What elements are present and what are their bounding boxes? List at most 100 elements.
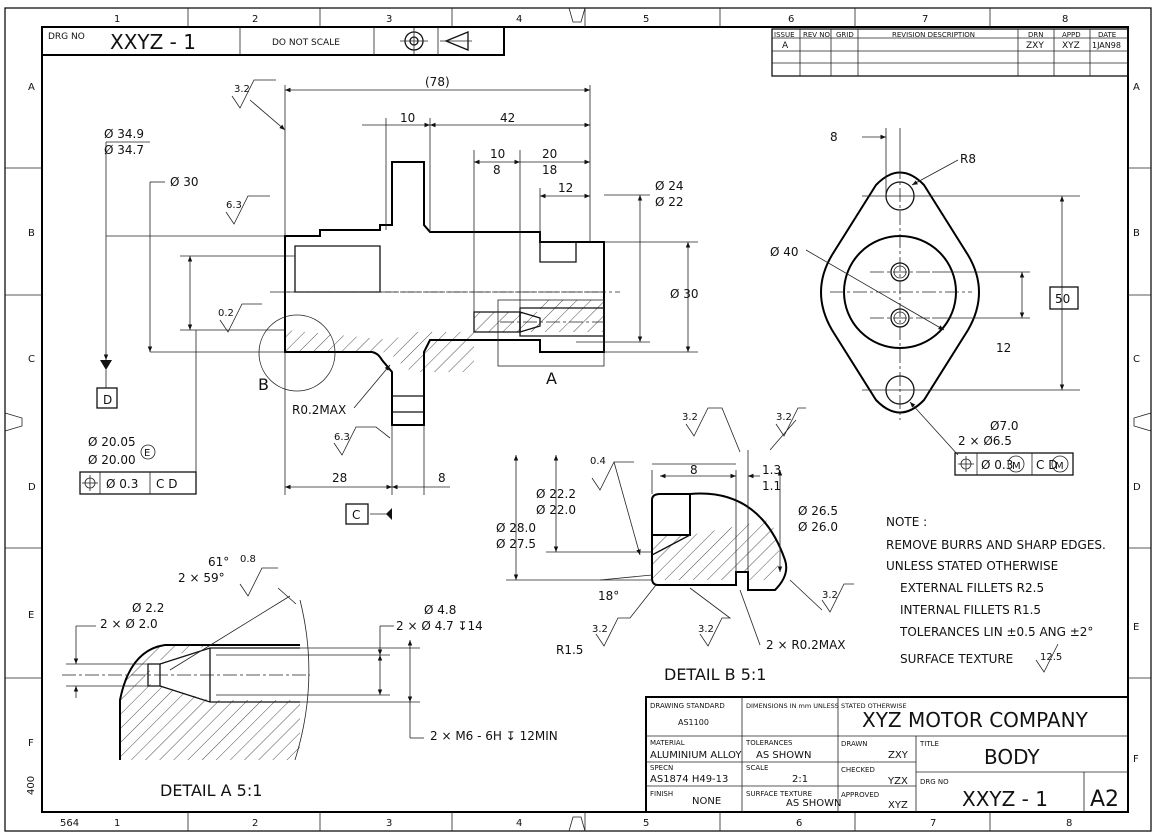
- svg-text:DATE: DATE: [1098, 31, 1116, 39]
- svg-text:1JAN98: 1JAN98: [1092, 41, 1121, 50]
- sheet-border: [4, 7, 1152, 832]
- main-section-view: [79, 79, 698, 525]
- title-block-drg-no: XXYZ - 1: [962, 787, 1048, 811]
- svg-text:8: 8: [690, 463, 698, 477]
- title-block-labels: DRAWING STANDARD AS1100 DIMENSIONS IN mm…: [650, 702, 1119, 812]
- svg-text:C: C: [352, 508, 360, 522]
- svg-text:3.2: 3.2: [776, 412, 792, 423]
- svg-text:TOLERANCES: TOLERANCES: [745, 739, 793, 747]
- svg-text:APPD: APPD: [1062, 31, 1081, 39]
- svg-text:Ø 20.05: Ø 20.05: [88, 435, 136, 449]
- svg-text:NONE: NONE: [692, 796, 721, 807]
- svg-text:D: D: [28, 482, 36, 493]
- svg-text:18°: 18°: [598, 589, 619, 603]
- svg-text:Ø 22: Ø 22: [655, 195, 684, 209]
- svg-text:6: 6: [788, 14, 794, 25]
- svg-text:2 × Ø 4.7 ↧14: 2 × Ø 4.7 ↧14: [396, 619, 483, 633]
- svg-text:A: A: [1133, 82, 1140, 93]
- svg-text:0.2: 0.2: [218, 308, 234, 319]
- svg-text:INTERNAL FILLETS R1.5: INTERNAL FILLETS R1.5: [900, 603, 1041, 617]
- svg-text:REVISION DESCRIPTION: REVISION DESCRIPTION: [892, 31, 975, 39]
- svg-text:SURFACE TEXTURE: SURFACE TEXTURE: [900, 652, 1013, 666]
- svg-text:Ø 0.3: Ø 0.3: [981, 458, 1013, 472]
- header-drg-no-label: DRG NO: [48, 32, 85, 42]
- svg-text:5: 5: [643, 14, 649, 25]
- svg-text:AS1874 H49-13: AS1874 H49-13: [650, 774, 728, 785]
- svg-text:3: 3: [386, 14, 392, 25]
- svg-text:Ø 4.8: Ø 4.8: [424, 603, 456, 617]
- svg-text:REV NO: REV NO: [803, 31, 831, 39]
- svg-text:C: C: [28, 354, 35, 365]
- flange-end-view: [805, 128, 1080, 476]
- title-block: [645, 696, 1129, 813]
- svg-text:6.3: 6.3: [226, 200, 242, 211]
- svg-text:1.3: 1.3: [762, 463, 781, 477]
- svg-text:0.8: 0.8: [240, 554, 256, 565]
- svg-text:Ø 34.9: Ø 34.9: [104, 127, 144, 141]
- svg-text:SCALE: SCALE: [746, 764, 768, 772]
- svg-text:1.1: 1.1: [762, 479, 781, 493]
- svg-text:Ø 28.0: Ø 28.0: [496, 521, 536, 535]
- svg-text:DETAIL A 5:1: DETAIL A 5:1: [160, 781, 262, 800]
- svg-text:7: 7: [930, 818, 936, 829]
- drawing-title: BODY: [984, 745, 1040, 769]
- svg-text:3.2: 3.2: [234, 84, 250, 95]
- svg-text:R0.2MAX: R0.2MAX: [292, 403, 346, 417]
- svg-text:APPROVED: APPROVED: [841, 791, 879, 799]
- svg-text:Ø 30: Ø 30: [670, 287, 699, 301]
- svg-text:2 × R0.2MAX: 2 × R0.2MAX: [766, 638, 846, 652]
- svg-text:B: B: [258, 375, 269, 394]
- svg-text:DRN: DRN: [1028, 31, 1044, 39]
- svg-text:2 × 59°: 2 × 59°: [178, 571, 225, 585]
- svg-text:(78): (78): [425, 75, 450, 89]
- svg-text:AS SHOWN: AS SHOWN: [786, 798, 841, 809]
- projection-symbol-icon: [400, 28, 472, 54]
- svg-text:F: F: [28, 738, 34, 749]
- svg-text:CHECKED: CHECKED: [841, 766, 875, 774]
- svg-text:A: A: [546, 369, 557, 388]
- svg-text:7: 7: [922, 14, 928, 25]
- svg-text:5: 5: [643, 818, 649, 829]
- section-hatch-right: [474, 300, 604, 332]
- svg-text:MATERIAL: MATERIAL: [650, 739, 685, 747]
- svg-text:20: 20: [542, 147, 557, 161]
- svg-text:0.4: 0.4: [590, 456, 606, 467]
- svg-text:3.2: 3.2: [698, 624, 714, 635]
- svg-text:A: A: [782, 41, 789, 51]
- svg-text:Ø 27.5: Ø 27.5: [496, 537, 536, 551]
- svg-text:Ø 2.2: Ø 2.2: [132, 601, 164, 615]
- svg-text:NOTE :: NOTE :: [886, 515, 927, 529]
- svg-text:8: 8: [1062, 14, 1068, 25]
- svg-text:AS SHOWN: AS SHOWN: [756, 750, 811, 761]
- svg-text:Ø 22.2: Ø 22.2: [536, 487, 576, 501]
- svg-text:UNLESS STATED OTHERWISE: UNLESS STATED OTHERWISE: [886, 559, 1058, 573]
- svg-text:6: 6: [796, 818, 802, 829]
- svg-text:D: D: [1133, 482, 1141, 493]
- svg-text:2 × Ø6.5: 2 × Ø6.5: [958, 434, 1012, 448]
- svg-text:Ø 34.7: Ø 34.7: [104, 143, 144, 157]
- company-name: XYZ MOTOR COMPANY: [862, 708, 1089, 732]
- svg-text:R1.5: R1.5: [556, 643, 583, 657]
- svg-text:YZX: YZX: [887, 776, 908, 787]
- svg-text:2: 2: [252, 818, 258, 829]
- svg-text:DIMENSIONS IN mm UNLESS STATED: DIMENSIONS IN mm UNLESS STATED OTHERWISE: [746, 702, 907, 710]
- grid-col-labels-bottom: 1 2 3 4 5 6 7 8 564 400: [26, 776, 1072, 829]
- svg-text:AS1100: AS1100: [678, 718, 709, 727]
- svg-text:ISSUE: ISSUE: [774, 31, 795, 39]
- detail-b-view: [506, 407, 854, 647]
- svg-text:E: E: [28, 610, 34, 621]
- svg-text:A: A: [28, 82, 35, 93]
- svg-text:XYZ: XYZ: [1062, 41, 1080, 51]
- svg-text:B: B: [28, 228, 35, 239]
- svg-text:6.3: 6.3: [334, 432, 350, 443]
- sheet-size: A2: [1090, 787, 1119, 812]
- svg-text:REMOVE BURRS AND SHARP EDGES.: REMOVE BURRS AND SHARP EDGES.: [886, 538, 1106, 552]
- svg-text:10: 10: [400, 111, 415, 125]
- detail-a-view: [62, 567, 424, 761]
- svg-text:2:1: 2:1: [792, 774, 808, 785]
- svg-text:SURFACE TEXTURE: SURFACE TEXTURE: [746, 790, 812, 798]
- svg-text:Ø 24: Ø 24: [655, 179, 684, 193]
- svg-text:ALUMINIUM ALLOY: ALUMINIUM ALLOY: [650, 750, 742, 761]
- svg-text:DETAIL B 5:1: DETAIL B 5:1: [664, 665, 766, 684]
